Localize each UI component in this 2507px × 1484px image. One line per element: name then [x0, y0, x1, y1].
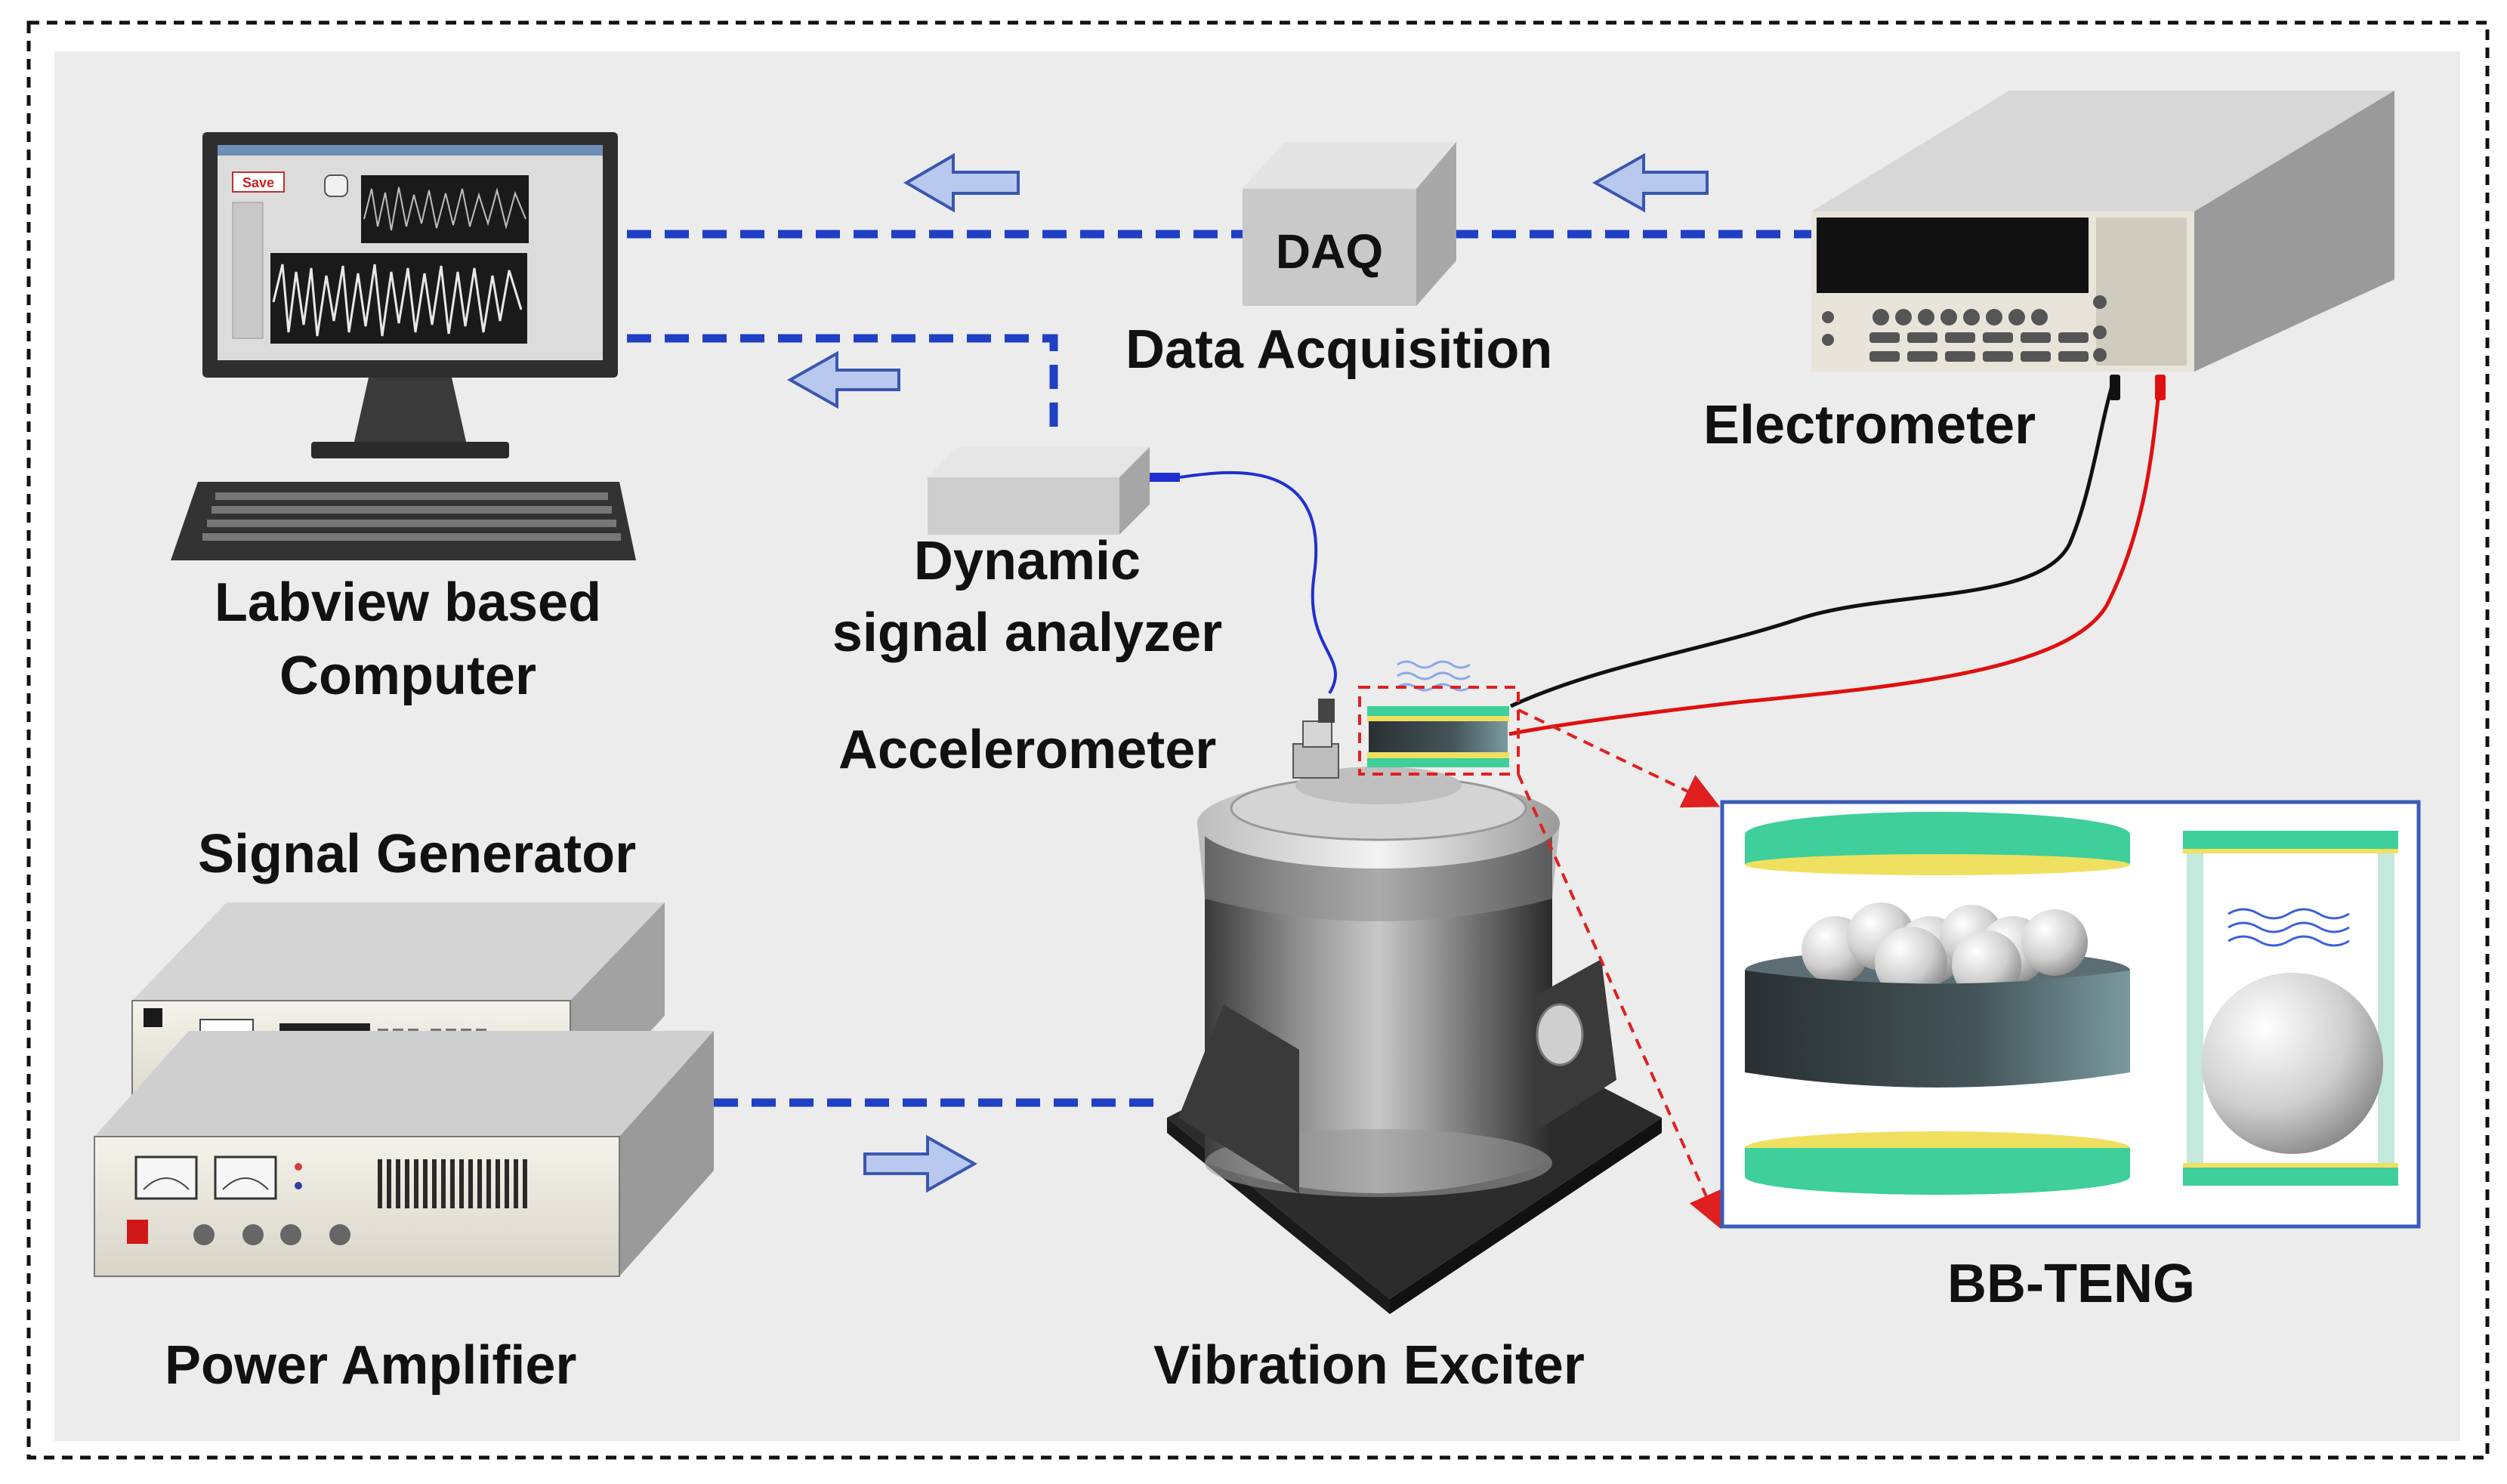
bb-teng-side-view-icon [2183, 831, 2398, 1186]
computer-monitor-icon: Save [202, 132, 618, 458]
power-amplifier-icon [94, 1031, 714, 1277]
arrow-left-icon-2 [1592, 153, 1709, 213]
vibration-exciter-icon [1167, 767, 1662, 1314]
keyboard-icon [171, 482, 636, 560]
teng-device-icon [1367, 660, 1509, 767]
accelerometer-cable [1179, 470, 1337, 695]
bb-teng-label: BB-TENG [1947, 1254, 2195, 1314]
direction-arrow-icons [786, 153, 1709, 1193]
probe-connectors [2110, 375, 2166, 400]
black-wire [1509, 375, 2117, 708]
arrow-left-icon-1 [903, 153, 1020, 213]
data-acquisition-label: Data Acquisition [1125, 319, 1553, 380]
power-amplifier-label: Power Amplifier [165, 1335, 577, 1396]
signal-analyzer-label-line2: signal analyzer [832, 603, 1223, 663]
arrow-right-icon [863, 1134, 978, 1193]
signal-analyzer-icon [928, 447, 1180, 535]
arrow-left-icon-3 [786, 350, 900, 409]
electrometer-icon [1811, 91, 2394, 372]
teng-callout-box [1358, 686, 1520, 776]
vibration-exciter-label: Vibration Exciter [1153, 1335, 1585, 1396]
bb-teng-cross-section-icon [1745, 812, 2130, 1195]
computer-label-line1: Labview based [214, 572, 602, 633]
data-connection-lines [627, 230, 1813, 1107]
computer-label-line2: Computer [279, 646, 536, 706]
red-wire [1508, 375, 2163, 736]
daq-box-icon: DAQ [1243, 142, 1456, 306]
accelerometer-label: Accelerometer [838, 720, 1217, 780]
signal-generator-label: Signal Generator [198, 824, 637, 884]
callout-arrows [1517, 708, 1723, 1229]
electrometer-label: Electrometer [1703, 395, 2036, 455]
screen-save-label: Save [242, 175, 274, 190]
computer-analyzer-line [627, 334, 1058, 440]
daq-label: DAQ [1276, 224, 1383, 279]
signal-analyzer-label-line1: Dynamic [913, 531, 1141, 591]
accelerometer-icon [1292, 699, 1339, 779]
